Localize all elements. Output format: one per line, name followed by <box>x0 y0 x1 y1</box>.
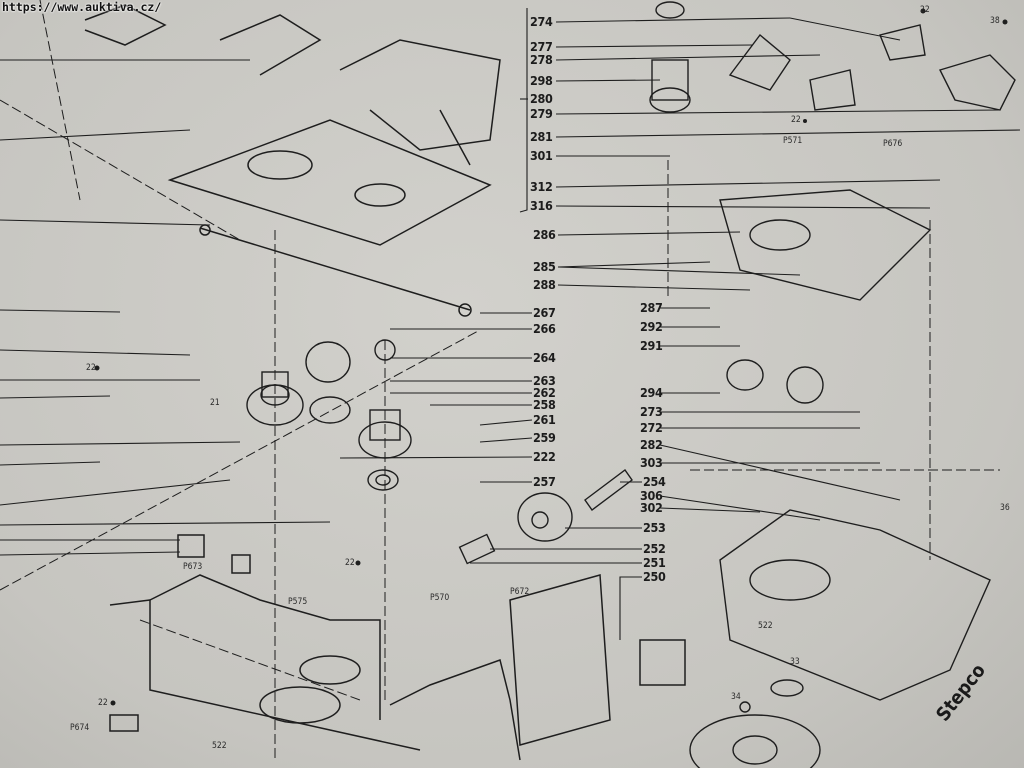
ref-label-21: 21 <box>210 398 220 408</box>
part-label-277: 277 <box>530 39 553 54</box>
part-label-302: 302 <box>640 500 663 515</box>
screw-label-22: 22 <box>791 115 801 125</box>
part-label-301: 301 <box>530 148 553 163</box>
part-ref-p570: P570 <box>430 593 450 603</box>
part-label-316: 316 <box>530 198 553 213</box>
lower-chassis <box>109 534 686 761</box>
source-url[interactable]: https://www.auktiva.cz/ <box>2 0 162 14</box>
leader-lines <box>0 8 1021 640</box>
part-label-264: 264 <box>533 350 556 365</box>
part-ref-p676: P676 <box>883 139 903 149</box>
part-label-263: 263 <box>533 373 556 388</box>
part-label-272: 272 <box>640 420 663 435</box>
screw-label-36: 36 <box>1000 503 1010 513</box>
top-plate <box>84 4 501 317</box>
part-ref-p672: P672 <box>510 587 530 597</box>
part-ref-p674: P674 <box>70 723 90 733</box>
part-label-282: 282 <box>640 437 663 452</box>
part-label-250: 250 <box>643 569 666 584</box>
part-label-258: 258 <box>533 397 556 412</box>
screw-label-22: 22 <box>345 558 355 568</box>
chassis-label-522: 522 <box>758 621 773 631</box>
part-label-251: 251 <box>643 555 666 570</box>
part-label-279: 279 <box>530 106 553 121</box>
part-label-254: 254 <box>643 474 666 489</box>
part-label-222: 222 <box>533 449 556 464</box>
part-label-252: 252 <box>643 541 666 556</box>
part-label-259: 259 <box>533 430 556 445</box>
part-label-267: 267 <box>533 305 556 320</box>
part-label-285: 285 <box>533 259 556 274</box>
part-label-280: 280 <box>530 91 553 106</box>
part-label-303: 303 <box>640 455 663 470</box>
part-label-257: 257 <box>533 474 556 489</box>
ref-label-34: 34 <box>731 692 741 702</box>
part-label-253: 253 <box>643 520 666 535</box>
part-ref-p571: P571 <box>783 136 803 146</box>
screw-label-22: 22 <box>98 698 108 708</box>
part-label-262: 262 <box>533 385 556 400</box>
reel-gears <box>246 339 633 565</box>
part-label-273: 273 <box>640 404 663 419</box>
part-label-278: 278 <box>530 52 553 67</box>
part-label-261: 261 <box>533 412 556 427</box>
part-label-294: 294 <box>640 385 663 400</box>
part-label-291: 291 <box>640 338 663 353</box>
screw-label-38: 38 <box>990 16 1000 26</box>
chassis-label-522: 522 <box>212 741 227 751</box>
part-label-298: 298 <box>530 73 553 88</box>
screw-label-22: 22 <box>920 5 930 15</box>
screw-label-22: 22 <box>86 363 96 373</box>
part-label-266: 266 <box>533 321 556 336</box>
right-mechanism <box>649 1 1016 768</box>
part-label-288: 288 <box>533 277 556 292</box>
part-dots <box>94 8 1008 706</box>
part-label-312: 312 <box>530 179 553 194</box>
ref-label-33: 33 <box>790 657 800 667</box>
assembly-axes <box>0 0 1000 760</box>
part-ref-p575: P575 <box>288 597 308 607</box>
part-label-274: 274 <box>530 14 553 29</box>
part-label-306: 306 <box>640 488 663 503</box>
part-label-287: 287 <box>640 300 663 315</box>
part-ref-p673: P673 <box>183 562 203 572</box>
part-label-286: 286 <box>533 227 556 242</box>
part-label-292: 292 <box>640 319 663 334</box>
part-label-281: 281 <box>530 129 553 144</box>
